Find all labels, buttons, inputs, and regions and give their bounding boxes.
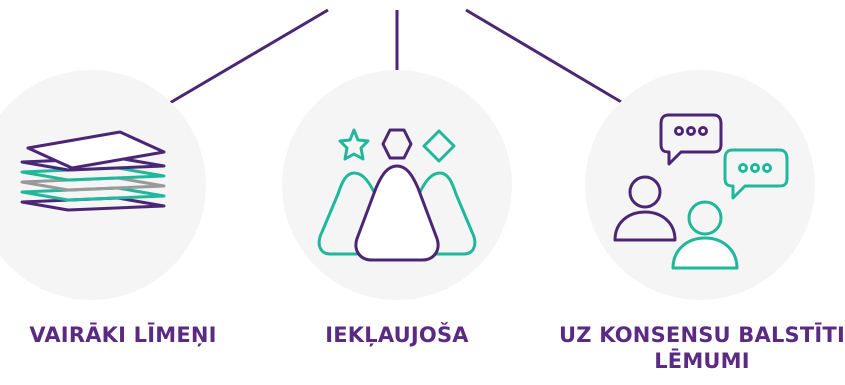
chat-people-icon [613, 113, 789, 270]
person-left-icon [317, 171, 394, 256]
hexagon-icon [381, 128, 413, 160]
person-center-icon [354, 164, 440, 262]
connector-line-left [167, 8, 329, 106]
person-right-icon [400, 171, 477, 256]
speech-bubble-purple-icon [659, 113, 723, 166]
star-icon [338, 128, 370, 161]
person-teal-head [687, 200, 723, 236]
node-label-inclusive: IEKĻAUJOŠA [325, 323, 469, 347]
connector-line-right [465, 8, 629, 108]
diamond-icon [422, 129, 456, 163]
speech-bubble-teal-icon [723, 148, 789, 200]
stacked-layers-icon [20, 130, 166, 212]
node-label-consensus-decisions: UZ KONSENSU BALSTĪTI LĒMUMI [547, 322, 845, 374]
person-purple-body [613, 210, 677, 242]
inclusive-shapes-people-icon [317, 128, 477, 262]
node-label-line-2: LĒMUMI [654, 349, 750, 373]
node-label-line-1: UZ KONSENSU BALSTĪTI [559, 323, 845, 347]
person-teal-body [671, 236, 739, 270]
node-label-multiple-levels: VAIRĀKI LĪMEŅI [29, 323, 217, 347]
person-purple-head [628, 175, 662, 209]
